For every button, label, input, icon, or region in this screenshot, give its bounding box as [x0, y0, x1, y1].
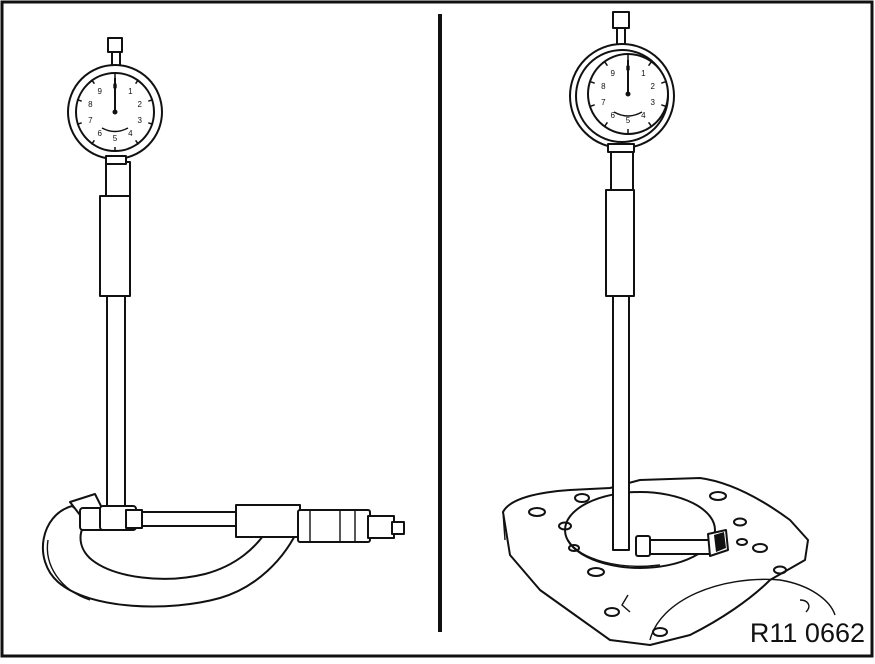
- right-dial-numeral: 7: [601, 98, 606, 107]
- left-dial-numeral: 6: [97, 129, 102, 138]
- left-dial-numeral: 1: [128, 87, 133, 96]
- right-dial-numeral: 3: [650, 98, 655, 107]
- left-dial-tick: [148, 122, 154, 126]
- left-dial-tick: [134, 79, 140, 85]
- right-dial-tick: [661, 80, 667, 84]
- left-dial-tick: [76, 122, 82, 126]
- right-dial-numeral: 6: [610, 111, 615, 120]
- left-dial-tick: [134, 139, 140, 145]
- right-dial-tick: [661, 104, 667, 108]
- left-dial-tick: [76, 98, 82, 102]
- right-dial-numeral: 5: [626, 116, 631, 125]
- right-dial-tick: [589, 104, 595, 108]
- left-dial-tick: [90, 79, 96, 85]
- right-dial-tick: [603, 121, 609, 127]
- left-dial-numeral: 8: [88, 100, 93, 109]
- right-dial-tick: [589, 80, 595, 84]
- right-dial-tick: [603, 61, 609, 67]
- bore-gauge-right: 0 12 34 5 67 89: [569, 11, 729, 557]
- right-dial-tick: [647, 121, 653, 127]
- right-panel: 0 12 34 5 67 89: [502, 11, 836, 646]
- left-dial-numeral: 3: [137, 116, 142, 125]
- dial-indicator-right: 0 12 34 5 67 89: [569, 11, 675, 153]
- left-dial-numeral: 4: [128, 129, 133, 138]
- figure-reference-code: R11 0662: [749, 618, 865, 648]
- left-dial-tick: [90, 139, 96, 145]
- right-dial-numeral: 0: [626, 64, 631, 73]
- bore-gauge-left: 0 12 34 5 67 89: [67, 37, 163, 531]
- left-panel: 0 12 34 5 67 89: [42, 37, 405, 608]
- right-dial-tick: [647, 61, 653, 67]
- left-dial-numeral: 0: [113, 82, 118, 91]
- right-dial-numeral: 2: [650, 82, 655, 91]
- right-dial-numeral: 8: [601, 82, 606, 91]
- left-dial-numeral: 2: [137, 100, 142, 109]
- dial-indicator-left: 0 12 34 5 67 89: [67, 37, 163, 165]
- right-dial-numeral: 4: [641, 111, 646, 120]
- left-dial-tick: [148, 98, 154, 102]
- right-dial-numeral: 1: [641, 69, 646, 78]
- left-dial-numeral: 5: [113, 134, 118, 143]
- right-dial-numeral: 9: [610, 69, 615, 78]
- left-dial-numeral: 7: [88, 116, 93, 125]
- left-dial-numeral: 9: [97, 87, 102, 96]
